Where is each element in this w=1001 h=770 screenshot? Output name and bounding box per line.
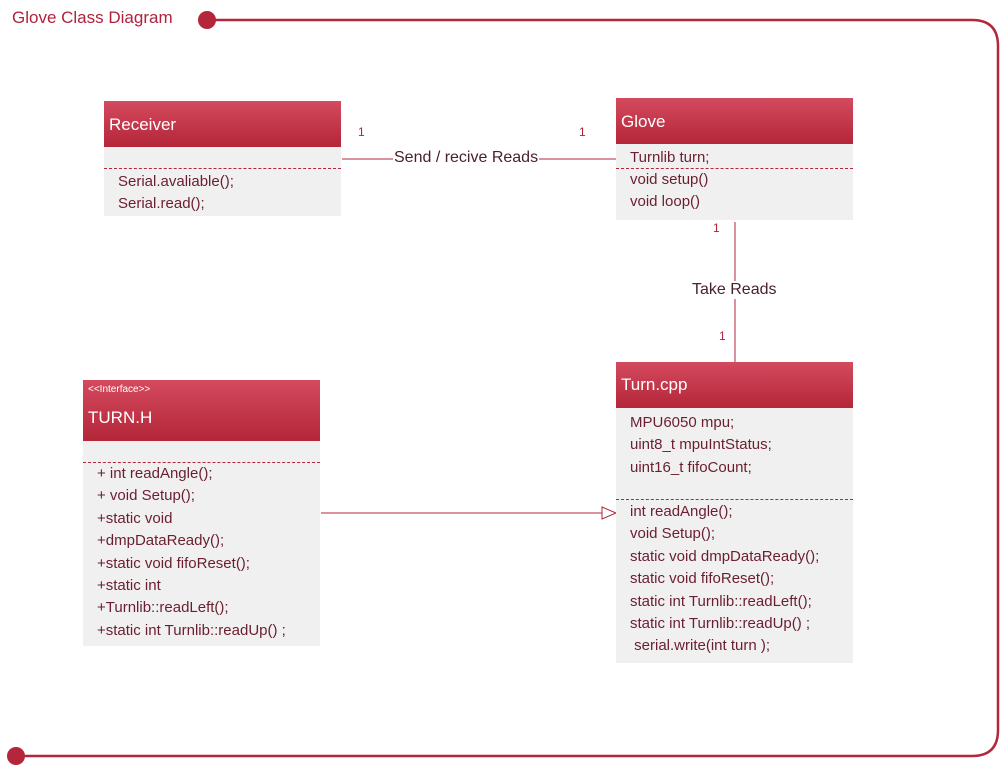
compartment-divider xyxy=(616,499,853,500)
class-receiver[interactable]: Receiver Serial.avaliable(); Serial.read… xyxy=(104,101,341,216)
frame-bottom-node xyxy=(7,747,25,765)
association-label-take-reads: Take Reads xyxy=(691,281,778,299)
interface-turn-h[interactable]: <<Interface>> TURN.H + int readAngle(); … xyxy=(83,380,320,646)
operation: +static int xyxy=(97,577,161,595)
operation: +static int Turnlib::readUp() ; xyxy=(97,621,286,639)
realization-arrowhead-icon xyxy=(601,506,618,520)
multiplicity-receiver: 1 xyxy=(358,125,365,139)
class-header: <<Interface>> TURN.H xyxy=(83,380,320,441)
operation: void setup() xyxy=(630,171,709,188)
class-name: Receiver xyxy=(109,115,177,134)
attribute: uint8_t mpuIntStatus; xyxy=(630,436,772,454)
operation: static void dmpDataReady(); xyxy=(630,547,820,565)
operations-compartment: void setup() void loop() xyxy=(616,169,853,214)
class-name: TURN.H xyxy=(88,408,153,427)
operation: static void fifoReset(); xyxy=(630,570,775,588)
frame-border xyxy=(16,18,1000,758)
attributes-compartment: MPU6050 mpu; uint8_t mpuIntStatus; uint1… xyxy=(616,408,853,499)
operation: serial.write(int turn ); xyxy=(630,637,771,655)
attributes-compartment xyxy=(83,441,320,462)
attributes-compartment: Turnlib turn; xyxy=(616,144,853,168)
operation: static int Turnlib::readLeft(); xyxy=(630,592,812,610)
attribute: MPU6050 mpu; xyxy=(630,414,735,431)
diagram-title: Glove Class Diagram xyxy=(12,8,173,27)
multiplicity-glove: 1 xyxy=(579,125,586,139)
operations-compartment: + int readAngle(); + void Setup(); +stat… xyxy=(83,463,320,642)
attributes-compartment xyxy=(104,147,341,168)
operation: void loop() xyxy=(630,193,701,211)
class-header: Turn.cpp xyxy=(616,362,853,408)
operation: int readAngle(); xyxy=(630,503,733,520)
compartment-divider xyxy=(83,462,320,463)
association-label-send-receive: Send / recive Reads xyxy=(393,149,540,167)
operation: static int Turnlib::readUp() ; xyxy=(630,615,811,633)
operation: void Setup(); xyxy=(630,525,716,543)
compartment-divider xyxy=(104,168,341,169)
operation: + void Setup(); xyxy=(97,487,195,505)
operation: +dmpDataReady(); xyxy=(97,532,225,550)
class-glove[interactable]: Glove Turnlib turn; void setup() void lo… xyxy=(616,98,853,220)
compartment-divider xyxy=(616,168,853,169)
operations-compartment: Serial.avaliable(); Serial.read(); xyxy=(104,169,341,216)
frame-top-node xyxy=(198,11,216,29)
class-header: Receiver xyxy=(104,101,341,147)
class-turn-cpp[interactable]: Turn.cpp MPU6050 mpu; uint8_t mpuIntStat… xyxy=(616,362,853,663)
operation: Serial.avaliable(); xyxy=(118,173,234,190)
attribute: uint16_t fifoCount; xyxy=(630,458,752,476)
class-name: Glove xyxy=(621,112,666,131)
operation: +static void fifoReset(); xyxy=(97,554,250,572)
operation: +Turnlib::readLeft(); xyxy=(97,599,229,617)
class-name: Turn.cpp xyxy=(621,375,688,394)
operation: +static void xyxy=(97,509,173,527)
operation: Serial.read(); xyxy=(118,195,205,213)
operations-compartment: int readAngle(); void Setup(); static vo… xyxy=(616,500,853,658)
stereotype-label: <<Interface>> xyxy=(88,384,151,395)
multiplicity-turncpp-top: 1 xyxy=(719,329,726,343)
operation: + int readAngle(); xyxy=(97,465,213,482)
attribute: Turnlib turn; xyxy=(630,149,710,166)
class-header: Glove xyxy=(616,98,853,144)
multiplicity-glove-bottom: 1 xyxy=(713,221,720,235)
